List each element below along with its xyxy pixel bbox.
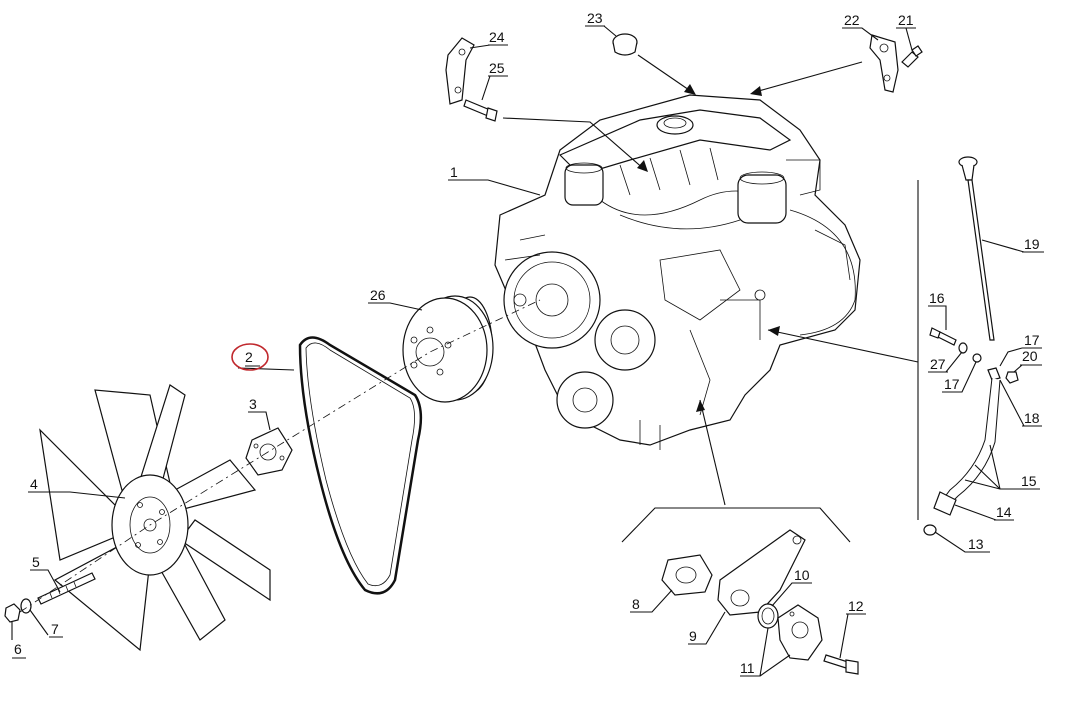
callout-14: 14 [996, 504, 1012, 520]
bracket-22 [869, 34, 899, 93]
dipstick-19 [958, 156, 995, 341]
callout-11: 11 [740, 660, 755, 676]
callout-18: 18 [1024, 410, 1040, 426]
washer-17a [972, 353, 982, 363]
callout-8: 8 [632, 596, 640, 612]
cover-11 [777, 604, 823, 661]
nut-20 [1005, 371, 1019, 384]
washer-7 [20, 598, 32, 614]
washer-27 [958, 342, 968, 354]
callout-6: 6 [14, 641, 22, 657]
callout-1: 1 [450, 164, 458, 180]
spacer-3 [245, 427, 293, 476]
fitting-14 [933, 491, 957, 516]
callout-15: 15 [1021, 473, 1037, 489]
callout-5: 5 [32, 554, 40, 570]
callout-13: 13 [968, 536, 984, 552]
callout-17b: 17 [944, 376, 960, 392]
callout-7: 7 [51, 621, 59, 637]
callout-23: 23 [587, 10, 603, 26]
callout-17a: 17 [1024, 332, 1040, 348]
highlight-ring [231, 343, 269, 371]
gasket-8 [661, 554, 713, 596]
engine-block [494, 94, 861, 450]
callout-22: 22 [844, 12, 860, 28]
nut-6 [4, 603, 21, 623]
belt-2 [298, 336, 423, 595]
callout-27: 27 [930, 356, 946, 372]
bolt-25 [463, 99, 498, 122]
cap-23 [612, 33, 638, 56]
callout-3: 3 [249, 396, 257, 412]
bracket-24 [445, 37, 475, 105]
callout-labels: 1 2 3 4 5 6 7 8 9 10 11 12 13 14 15 16 1… [14, 10, 1040, 676]
bolt-16 [929, 327, 957, 346]
callout-4: 4 [30, 476, 38, 492]
callout-26: 26 [370, 287, 386, 303]
fan-bolt-5 [37, 572, 96, 605]
o-ring-10 [757, 603, 779, 629]
assembly-lines [502, 54, 919, 543]
callout-20: 20 [1022, 348, 1038, 364]
seal-13 [923, 524, 937, 536]
callout-19: 19 [1024, 236, 1040, 252]
callout-25: 25 [489, 60, 505, 76]
bolt-12 [823, 654, 859, 675]
pulley-26 [402, 295, 494, 403]
callout-underlines [12, 25, 1044, 677]
callout-12: 12 [848, 598, 864, 614]
bolt-21 [901, 45, 923, 68]
callout-9: 9 [689, 628, 697, 644]
fan-4 [39, 384, 271, 652]
callout-2: 2 [245, 349, 253, 365]
callout-21: 21 [898, 12, 914, 28]
callout-24: 24 [489, 29, 505, 45]
callout-10: 10 [794, 567, 810, 583]
callout-16: 16 [929, 290, 945, 306]
bracket-9 [717, 529, 806, 616]
